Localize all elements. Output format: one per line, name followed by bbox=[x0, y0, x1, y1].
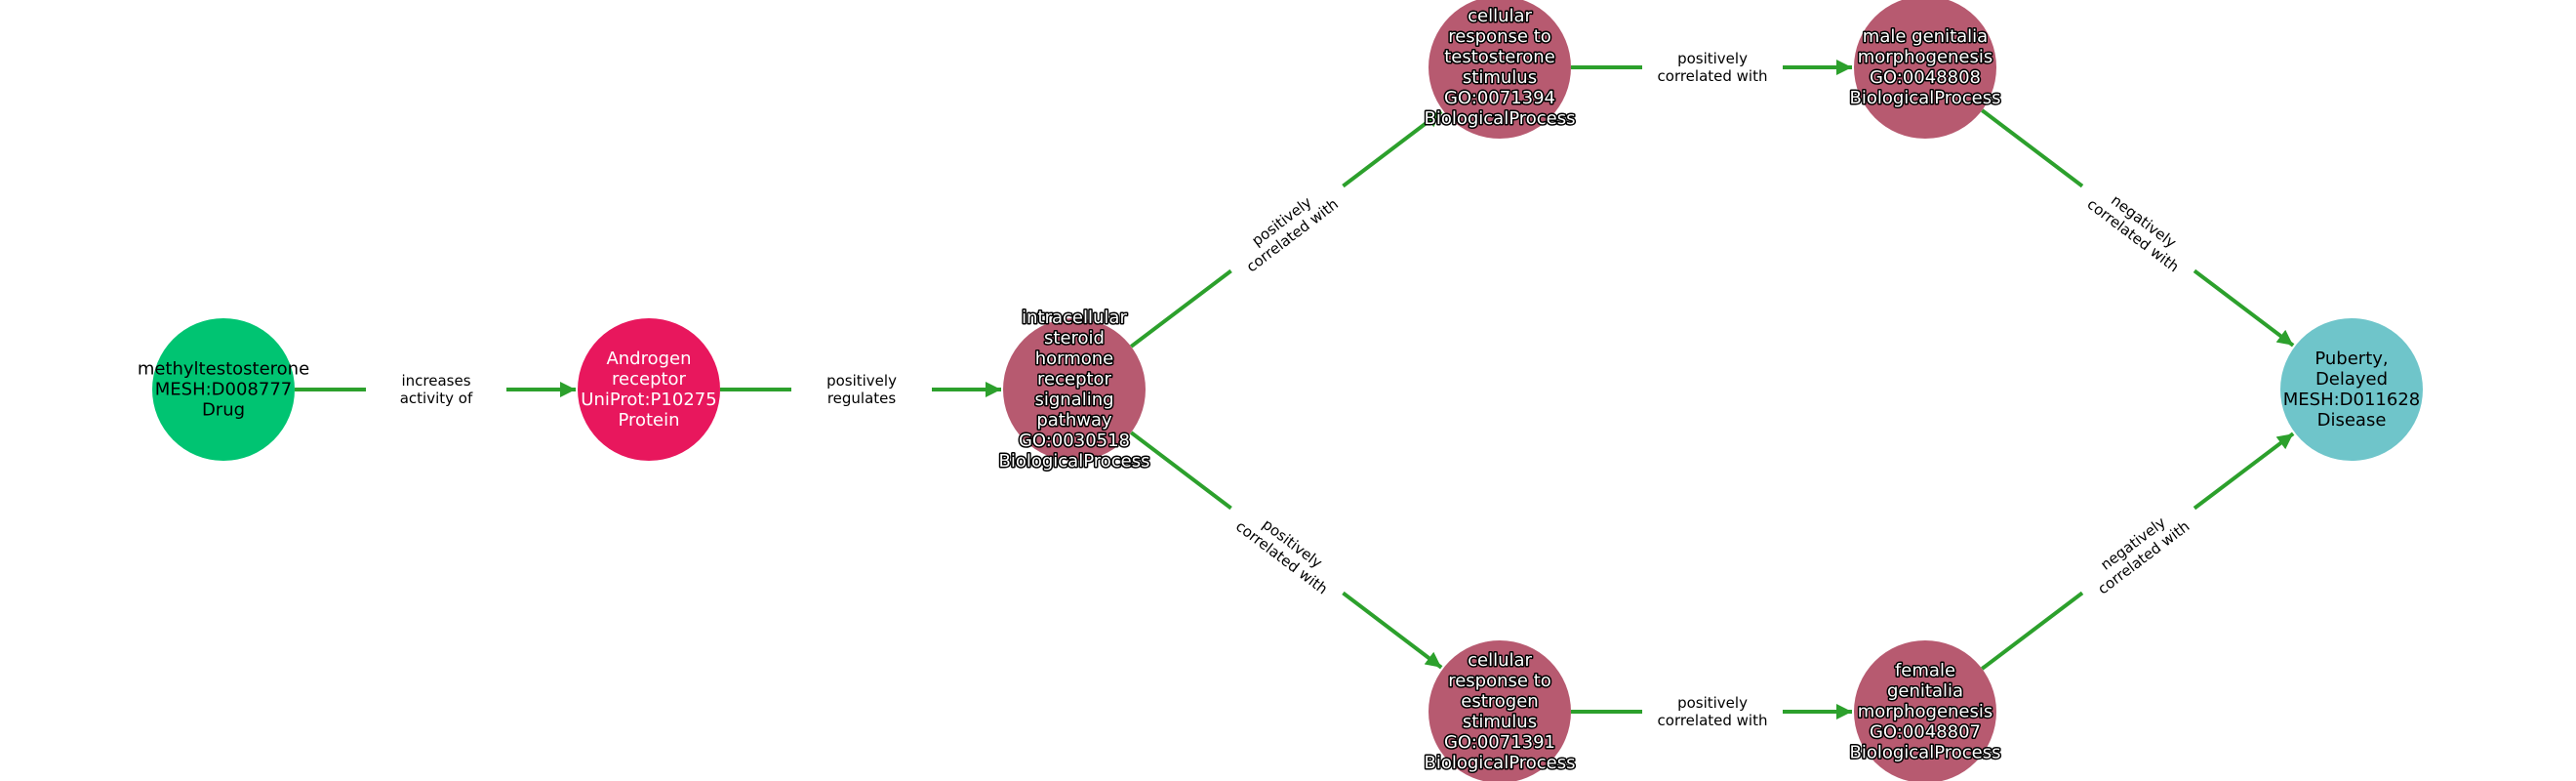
node-label-line: testosterone bbox=[1444, 47, 1555, 67]
node-label-line: BiologicalProcess bbox=[1424, 753, 1575, 773]
node-label-line: methyltestosterone bbox=[138, 359, 309, 380]
node-label-line: female bbox=[1895, 661, 1955, 681]
node-circle[interactable] bbox=[152, 318, 295, 461]
node-label-line: receptor bbox=[1037, 369, 1112, 390]
node-label-line: morphogenesis bbox=[1858, 47, 1993, 67]
node-label-line: stimulus bbox=[1463, 712, 1537, 732]
node-label-line: BiologicalProcess bbox=[998, 451, 1149, 472]
node-label-line: pathway bbox=[1036, 410, 1112, 431]
node-label-line: morphogenesis bbox=[1858, 702, 1993, 722]
edge-label-line: positively bbox=[1677, 50, 1748, 67]
intracellular-steroid-hormone-node[interactable]: intracellularsteroidhormonereceptorsigna… bbox=[997, 307, 1151, 473]
node-label-line: MESH:D011628 bbox=[2283, 390, 2421, 410]
node-circle[interactable] bbox=[1854, 0, 1996, 139]
node-label-line: receptor bbox=[612, 369, 687, 390]
node-label-line: response to bbox=[1448, 671, 1551, 691]
edge-label-line: activity of bbox=[400, 390, 473, 407]
node-label-line: UniProt:P10275 bbox=[581, 390, 716, 410]
node-label-line: GO:0048808 bbox=[1870, 67, 1981, 88]
node-label-line: genitalia bbox=[1887, 681, 1963, 702]
node-label-line: GO:0048807 bbox=[1870, 722, 1981, 743]
node-label-line: MESH:D008777 bbox=[155, 380, 293, 400]
edge-label-line: positively bbox=[1677, 694, 1748, 712]
node-label-line: GO:0071391 bbox=[1444, 732, 1555, 753]
node-label-line: BiologicalProcess bbox=[1849, 88, 2000, 108]
node-label-line: intracellular bbox=[1022, 308, 1127, 328]
node-label-line: response to bbox=[1448, 26, 1551, 47]
node-circle[interactable] bbox=[2280, 318, 2423, 461]
edge-label-line: regulates bbox=[827, 390, 897, 407]
node-label-line: BiologicalProcess bbox=[1424, 108, 1575, 129]
node-label-line: BiologicalProcess bbox=[1849, 743, 2000, 763]
node-label-line: Delayed bbox=[2315, 369, 2388, 390]
node-label-line: hormone bbox=[1035, 349, 1114, 369]
node-label-line: Disease bbox=[2317, 410, 2387, 431]
node-circle[interactable] bbox=[1854, 640, 1996, 781]
node-label-line: Androgen bbox=[606, 349, 691, 369]
node-circle[interactable] bbox=[1429, 0, 1571, 139]
node-circle[interactable] bbox=[1003, 318, 1146, 461]
node-circle[interactable] bbox=[1429, 640, 1571, 781]
node-circle[interactable] bbox=[578, 318, 720, 461]
edge-label-line: increases bbox=[401, 372, 470, 390]
node-label-line: signaling bbox=[1034, 390, 1113, 410]
node-label-line: Protein bbox=[618, 410, 679, 431]
node-label-line: stimulus bbox=[1463, 67, 1537, 88]
node-label-line: GO:0071394 bbox=[1444, 88, 1555, 108]
node-label-line: cellular bbox=[1468, 6, 1532, 26]
node-label-line: GO:0030518 bbox=[1019, 431, 1130, 451]
node-label-line: Puberty, bbox=[2314, 349, 2388, 369]
node-label-line: Drug bbox=[202, 400, 245, 421]
node-label-line: steroid bbox=[1044, 328, 1105, 349]
node-label-line: cellular bbox=[1468, 650, 1532, 671]
node-label-line: male genitalia bbox=[1863, 26, 1988, 47]
edge-label-line: correlated with bbox=[1658, 712, 1768, 729]
male-genitalia-node[interactable]: male genitaliamorphogenesisGO:0048808Bio… bbox=[1848, 0, 2002, 139]
node-label-line: estrogen bbox=[1461, 691, 1538, 712]
edge-label-line: positively bbox=[826, 372, 897, 390]
female-genitalia-node[interactable]: femalegenitaliamorphogenesisGO:0048807Bi… bbox=[1848, 640, 2002, 781]
edge-label-line: correlated with bbox=[1658, 67, 1768, 85]
